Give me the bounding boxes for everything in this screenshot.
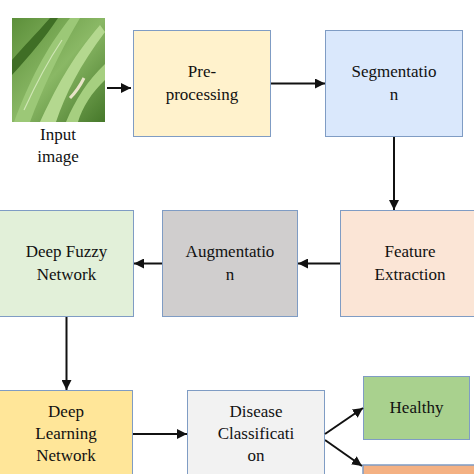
flow-arrow <box>325 408 363 434</box>
flow-arrow <box>134 263 162 265</box>
box-label: Deep Learning Network <box>21 401 111 467</box>
photo-background <box>12 18 105 122</box>
image-caption: Input image <box>28 124 88 168</box>
leaf-shape <box>40 25 105 122</box>
process-box: Disease Classification <box>187 390 325 474</box>
box-label: Deep Fuzzy Network <box>22 241 112 285</box>
leaf-shape <box>66 64 105 122</box>
input-arrow <box>107 87 131 89</box>
output-arrow <box>325 440 362 466</box>
box-label: Disease Classification <box>216 401 296 467</box>
flow-arrow <box>298 263 340 265</box>
box-label: Feature Extraction <box>355 241 465 285</box>
box-label: Healthy <box>390 397 444 419</box>
leaf-photo <box>12 18 105 122</box>
result-box: Healthy <box>363 376 470 440</box>
output-box <box>363 465 474 474</box>
leaf-spot <box>70 78 84 98</box>
network-box: Deep Learning Network <box>0 390 133 474</box>
flow-arrow <box>133 433 187 435</box>
flow-arrow <box>66 317 68 390</box>
leaf-vein <box>24 40 62 110</box>
flow-arrow <box>271 83 325 85</box>
process-box: Segmentation <box>325 30 463 137</box>
box-label: Augmentation <box>184 241 276 285</box>
process-box: Feature Extraction <box>340 210 474 317</box>
box-label: Pre-processing <box>157 61 247 105</box>
box-label: Segmentation <box>350 61 438 105</box>
network-box: Deep Fuzzy Network <box>0 210 134 317</box>
process-box: Augmentation <box>162 210 298 317</box>
flow-arrow <box>393 137 395 210</box>
leaf-shape <box>12 18 58 75</box>
process-box: Pre-processing <box>133 30 271 137</box>
